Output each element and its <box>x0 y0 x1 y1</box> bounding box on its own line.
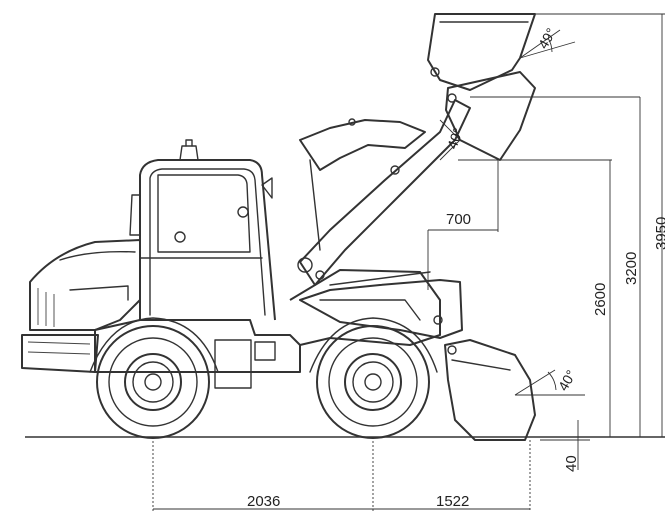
dim-dump-reach: 700 <box>446 211 471 228</box>
bucket-ground <box>444 339 536 441</box>
angle-top: 49° <box>519 25 576 59</box>
dim-wheelbase: 2036 <box>247 493 280 510</box>
bucket-mid <box>445 71 536 161</box>
loader-arm <box>297 99 471 339</box>
loader-body <box>21 139 441 389</box>
front-wheel <box>309 317 438 439</box>
dim-dig-depth: 40 <box>563 455 580 472</box>
rear-wheel <box>89 317 219 439</box>
svg-text:40°: 40° <box>444 126 466 151</box>
dim-max-height: 3950 <box>653 217 665 250</box>
bucket-top <box>427 13 536 91</box>
dim-overhang: 1522 <box>436 493 469 510</box>
dim-dump-height: 2600 <box>592 283 609 316</box>
svg-text:40°: 40° <box>555 367 579 393</box>
angle-mid: 40° <box>439 119 466 161</box>
dim-hinge-height: 3200 <box>623 252 640 285</box>
